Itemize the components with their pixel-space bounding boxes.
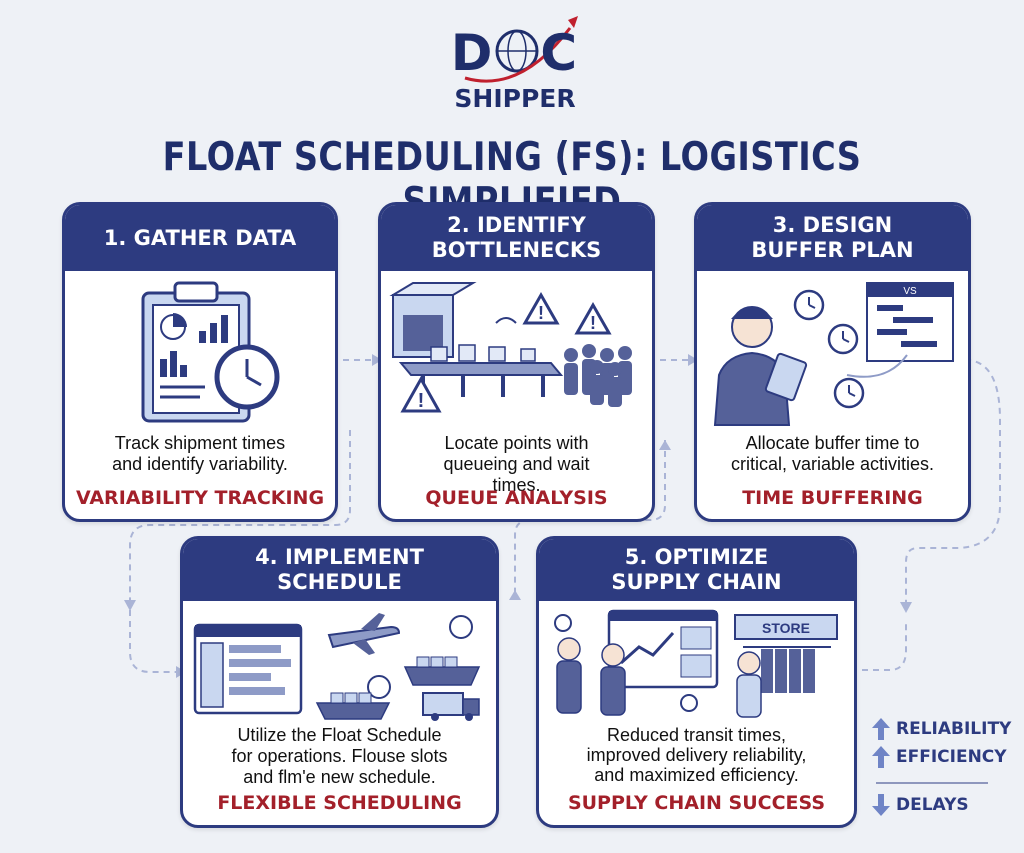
- arrowhead: [372, 354, 382, 366]
- step-description: Utilize the Float Schedule for operation…: [231, 725, 448, 787]
- arrow-up-icon: [872, 746, 890, 768]
- clipboard-report-illustration: [65, 275, 335, 430]
- step-keyword: FLEXIBLE SCHEDULING: [217, 792, 462, 814]
- metric-label: DELAYS: [896, 795, 969, 815]
- step-keyword: QUEUE ANALYSIS: [425, 487, 608, 509]
- step-heading: 5. OPTIMIZE SUPPLY CHAIN: [539, 539, 854, 601]
- connector-2-4: [514, 440, 666, 600]
- arrowhead: [509, 590, 521, 600]
- arrowhead: [659, 440, 671, 450]
- step-keyword: TIME BUFFERING: [742, 487, 923, 509]
- step-description: Reduced transit times, improved delivery…: [586, 725, 807, 785]
- store-sign: STORE: [762, 620, 810, 636]
- metric-reliability: RELIABILITY: [872, 718, 1011, 740]
- step-card-design-buffer-plan: 3. DESIGN BUFFER PLAN VS Allocate buffer…: [694, 202, 971, 522]
- step-description: Allocate buffer time to critical, variab…: [730, 433, 935, 474]
- metrics-divider: [876, 782, 988, 784]
- step-card-identify-bottlenecks: 2. IDENTIFY BOTTLENECKS ! ! !: [378, 202, 655, 522]
- svg-text:!: !: [538, 303, 544, 323]
- arrow-up-icon: [872, 718, 890, 740]
- arrowhead: [124, 600, 136, 611]
- logo-letter-c: C: [540, 24, 580, 82]
- logo-letter-d: D: [450, 24, 495, 82]
- conveyor-queue-illustration: ! ! !: [381, 275, 652, 430]
- metric-efficiency: EFFICIENCY: [872, 746, 1007, 768]
- step-card-implement-schedule: 4. IMPLEMENT SCHEDULE Utilize the Float …: [180, 536, 499, 828]
- step-heading: 3. DESIGN BUFFER PLAN: [697, 205, 968, 271]
- connector-1-4: [129, 430, 351, 605]
- connector-into-4: [129, 610, 176, 673]
- step-heading: 2. IDENTIFY BOTTLENECKS: [381, 205, 652, 271]
- step-card-optimize-supply-chain: 5. OPTIMIZE SUPPLY CHAIN STORE Reduced t…: [536, 536, 857, 828]
- svg-text:!: !: [418, 390, 425, 412]
- store-team-illustration: STORE: [539, 603, 854, 721]
- planner-illustration: VS: [697, 275, 968, 430]
- transport-schedule-illustration: [183, 603, 496, 721]
- step-card-gather-data: 1. GATHER DATA Track shipment times and …: [62, 202, 338, 522]
- arrowhead: [688, 354, 698, 366]
- arrowhead: [900, 602, 912, 613]
- metric-label: EFFICIENCY: [896, 747, 1007, 767]
- connector-3-5: [905, 359, 1001, 602]
- metric-label: RELIABILITY: [896, 719, 1012, 739]
- metrics-legend: RELIABILITY EFFICIENCY DELAYS: [872, 712, 1012, 822]
- svg-text:!: !: [590, 313, 596, 333]
- step-description: Locate points with queueing and wait tim…: [443, 433, 590, 495]
- connector-5-side: [851, 620, 907, 671]
- arrow-down-icon: [872, 794, 890, 816]
- step-heading: 4. IMPLEMENT SCHEDULE: [183, 539, 496, 601]
- vs-chart-label: VS: [903, 286, 917, 297]
- step-description: Track shipment times and identify variab…: [112, 433, 288, 474]
- step-heading: 1. GATHER DATA: [65, 205, 335, 271]
- step-keyword: VARIABILITY TRACKING: [75, 487, 325, 509]
- metric-delays: DELAYS: [872, 794, 969, 816]
- logo-shipper: SHIPPER: [454, 84, 576, 113]
- step-keyword: SUPPLY CHAIN SUCCESS: [567, 792, 826, 814]
